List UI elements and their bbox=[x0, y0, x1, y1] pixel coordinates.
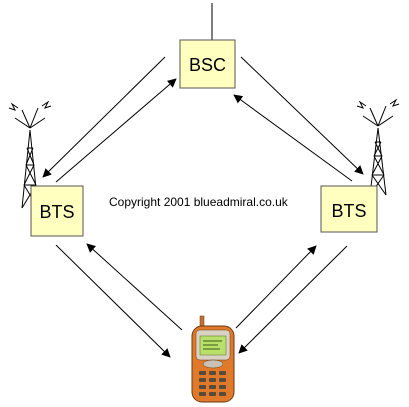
mobile-phone-icon bbox=[191, 315, 235, 403]
bts-right-node: BTS bbox=[320, 185, 378, 233]
arrow-left-bts-to-bsc bbox=[55, 78, 177, 183]
bts-left-label: BTS bbox=[39, 202, 74, 222]
arrow-right-bts-to-phone bbox=[238, 245, 348, 354]
arrow-bsc-to-right-bts bbox=[240, 56, 364, 175]
right-antenna-tower-icon bbox=[356, 98, 400, 196]
left-antenna-tower-icon bbox=[8, 100, 52, 209]
arrow-phone-to-left-bts bbox=[86, 243, 183, 331]
copyright-text: Copyright 2001 blueadmiral.co.uk bbox=[109, 195, 289, 209]
bsc-box bbox=[179, 39, 236, 89]
bsc-node: BSC bbox=[179, 39, 236, 89]
arrow-bsc-to-left-bts bbox=[42, 56, 166, 178]
bts-left-node: BTS bbox=[30, 185, 84, 237]
arrow-phone-to-right-bts bbox=[235, 245, 317, 329]
arrow-left-bts-to-phone bbox=[55, 244, 171, 358]
bts-right-label: BTS bbox=[331, 201, 366, 221]
bts-right-box bbox=[320, 185, 378, 233]
arrow-right-bts-to-bsc bbox=[233, 94, 353, 182]
bsc-label: BSC bbox=[189, 55, 226, 75]
bts-left-box bbox=[30, 185, 84, 237]
